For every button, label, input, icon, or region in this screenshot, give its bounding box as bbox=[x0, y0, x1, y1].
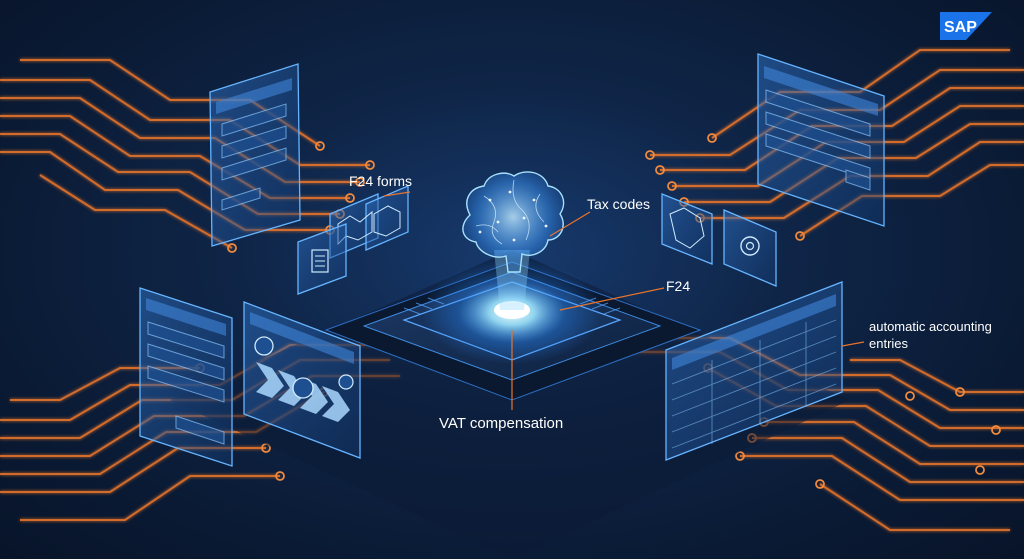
panel-tax-codes bbox=[661, 193, 777, 287]
sap-logo-shape bbox=[940, 12, 992, 40]
label-f24: F24 bbox=[666, 278, 691, 294]
label-automatic-accounting-entries: automatic accounting entries bbox=[869, 318, 992, 352]
label-f24-forms: F24 forms bbox=[349, 173, 413, 189]
map-icon bbox=[669, 207, 705, 249]
label-tax-codes: Tax codes bbox=[587, 196, 651, 212]
gear-icon bbox=[740, 236, 760, 256]
sap-logo: SAP bbox=[940, 12, 992, 40]
panel-top-left bbox=[209, 63, 301, 247]
panel-document bbox=[297, 223, 347, 295]
panel-payments bbox=[243, 301, 361, 459]
dollar-coin-icon bbox=[254, 336, 274, 356]
panel-bottom-left bbox=[139, 287, 233, 467]
panel-f24-maps bbox=[329, 185, 409, 259]
panel-top-right bbox=[757, 53, 885, 227]
label-automatic-accounting-entries-line1: automatic accounting bbox=[869, 319, 992, 334]
panel-accounting-entries bbox=[665, 281, 843, 461]
sap-logo-text: SAP bbox=[944, 19, 977, 36]
label-vat-compensation: VAT compensation bbox=[439, 415, 564, 432]
label-automatic-accounting-entries-line2: entries bbox=[869, 336, 909, 351]
core-light bbox=[494, 301, 530, 319]
document-icon bbox=[311, 249, 329, 273]
